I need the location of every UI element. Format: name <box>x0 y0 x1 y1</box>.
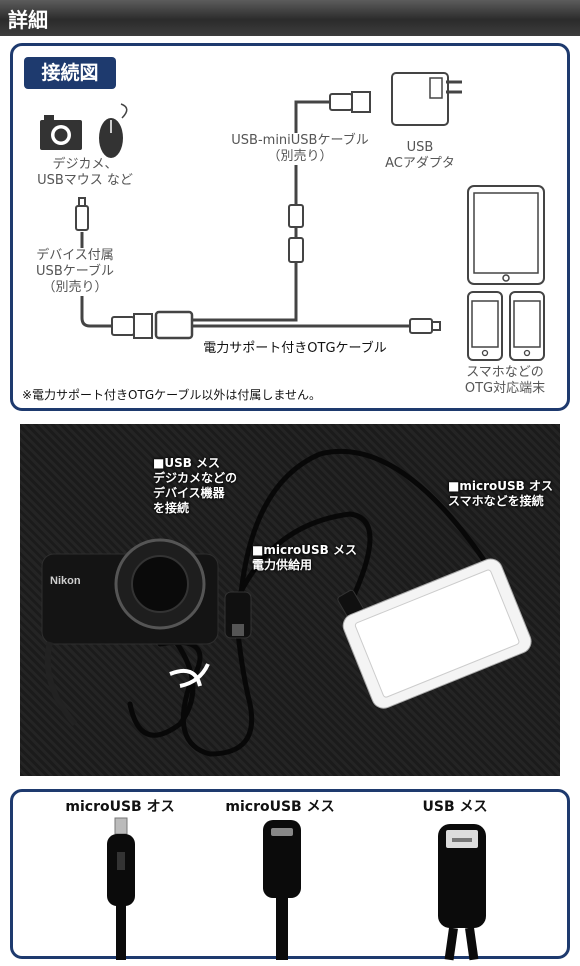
page-title: 詳細 <box>8 8 48 32</box>
camera-brand: Nikon <box>50 575 81 587</box>
usb-female-label: ■USB メス デジカメなどの デバイス機器 を接続 <box>153 456 238 515</box>
camera-mouse-label: デジカメ、 USBマウス など <box>37 157 133 188</box>
phone-photo <box>342 558 532 709</box>
ac-adapter-icon <box>391 72 462 126</box>
micro-usb-male-connector <box>107 817 135 960</box>
header-bar: 詳細 <box>0 0 580 36</box>
mini-usb-plugs <box>288 91 371 263</box>
camera-photo: Nikon <box>41 538 219 726</box>
camera-icon <box>40 115 82 150</box>
connector-label-micro-male: microUSB オス <box>65 799 175 815</box>
white-tie <box>169 663 210 688</box>
devices-label: スマホなどの OTG対応端末 <box>464 365 546 396</box>
tablet-icon <box>467 185 545 285</box>
ac-adapter-label: USB ACアダプタ <box>385 140 455 171</box>
connector-label-micro-female: microUSB メス <box>225 799 335 815</box>
device-cable-label: デバイス付属 USBケーブル （別売り） <box>20 248 130 296</box>
usb-a-female-connector <box>438 824 486 961</box>
connection-diagram <box>40 72 545 361</box>
device-cable-plug <box>75 197 89 231</box>
note-text: ※電力サポート付きOTGケーブル以外は付属しません。 <box>22 388 322 402</box>
diagram-badge: 接続図 <box>24 57 116 89</box>
mouse-icon <box>99 103 128 158</box>
micro-female-label: ■microUSB メス 電力供給用 <box>252 543 357 572</box>
micro-usb-female-connector <box>263 820 301 960</box>
otg-cable-label: 電力サポート付きOTGケーブル <box>203 341 387 356</box>
mini-cable-label: USB-miniUSBケーブル （別売り） <box>210 133 390 165</box>
usb-female-block <box>224 591 252 639</box>
smartphone-icon <box>467 291 545 361</box>
micro-usb-male-plug <box>409 318 441 334</box>
micro-male-label: ■microUSB オス スマホなどを接続 <box>448 479 553 508</box>
usb-female-port <box>232 624 244 636</box>
usb-a-plug <box>111 310 194 340</box>
photo-scene: Nikon <box>41 448 532 757</box>
product-photo: Nikon ■USB メス デジカメなどの デバイス機器 を接続 ■microU… <box>20 424 560 776</box>
connector-label-usb-female: USB メス <box>422 799 488 815</box>
